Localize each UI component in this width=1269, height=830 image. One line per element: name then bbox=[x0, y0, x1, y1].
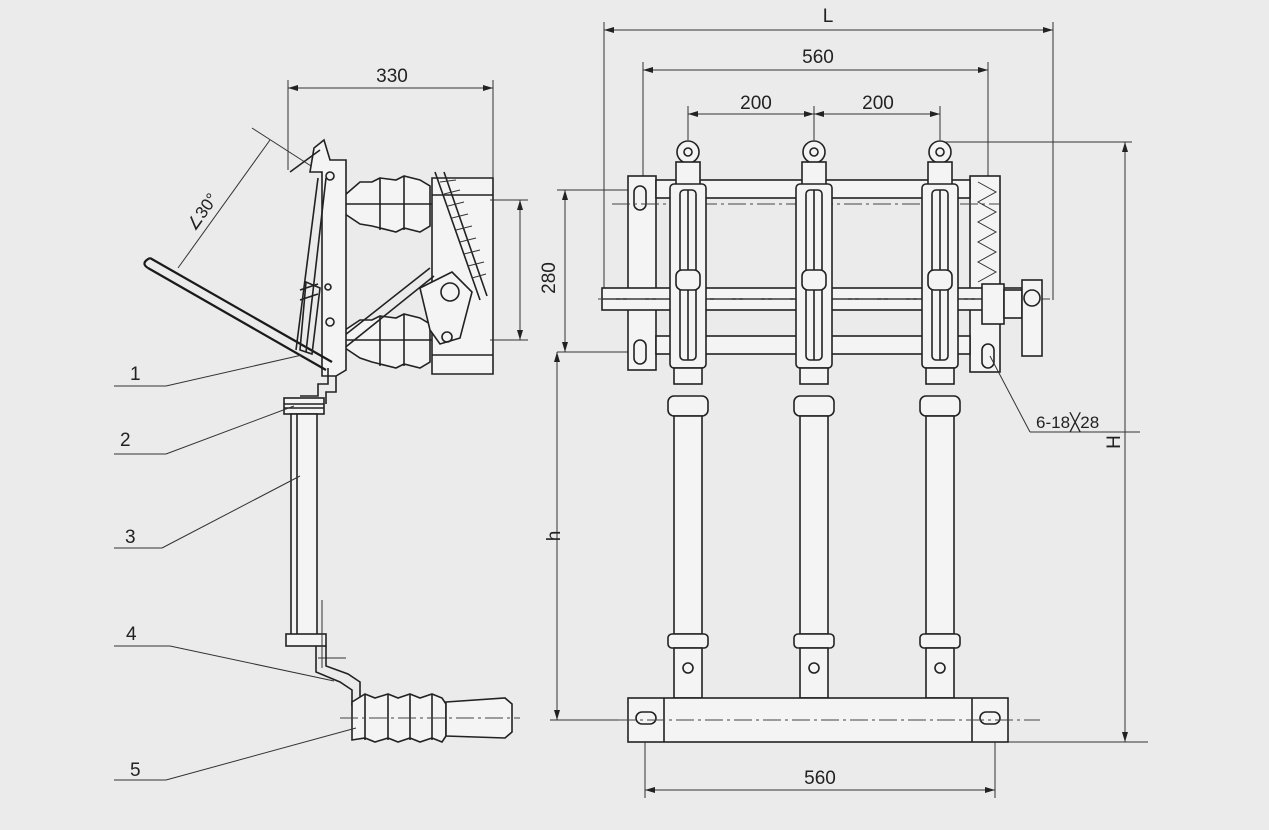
dim-h: h bbox=[544, 531, 565, 542]
mounting-holes-label: 6-18╳28 bbox=[1036, 412, 1099, 433]
pole-1 bbox=[667, 140, 709, 737]
side-view: 330 ∠30° bbox=[114, 66, 528, 781]
callout-5: 5 bbox=[130, 760, 141, 781]
pole-3 bbox=[919, 140, 961, 737]
dim-L: L bbox=[823, 6, 834, 27]
dim-200-right: 200 bbox=[862, 93, 894, 114]
dim-330: 330 bbox=[376, 66, 408, 87]
angle-mark: ∠30° bbox=[183, 190, 222, 234]
dim-200-left: 200 bbox=[740, 93, 772, 114]
dim-560-top: 560 bbox=[802, 47, 834, 68]
callout-2: 2 bbox=[120, 430, 131, 451]
dim-H: H bbox=[1104, 435, 1125, 449]
dim-560-bottom: 560 bbox=[804, 768, 836, 789]
dim-280: 280 bbox=[539, 262, 560, 294]
callout-1: 1 bbox=[130, 364, 141, 385]
callout-leaders bbox=[114, 354, 357, 781]
callout-4: 4 bbox=[126, 624, 137, 645]
callout-3: 3 bbox=[125, 527, 136, 548]
pole-2 bbox=[793, 140, 835, 737]
front-view: L 560 200 200 280 h bbox=[539, 6, 1148, 798]
